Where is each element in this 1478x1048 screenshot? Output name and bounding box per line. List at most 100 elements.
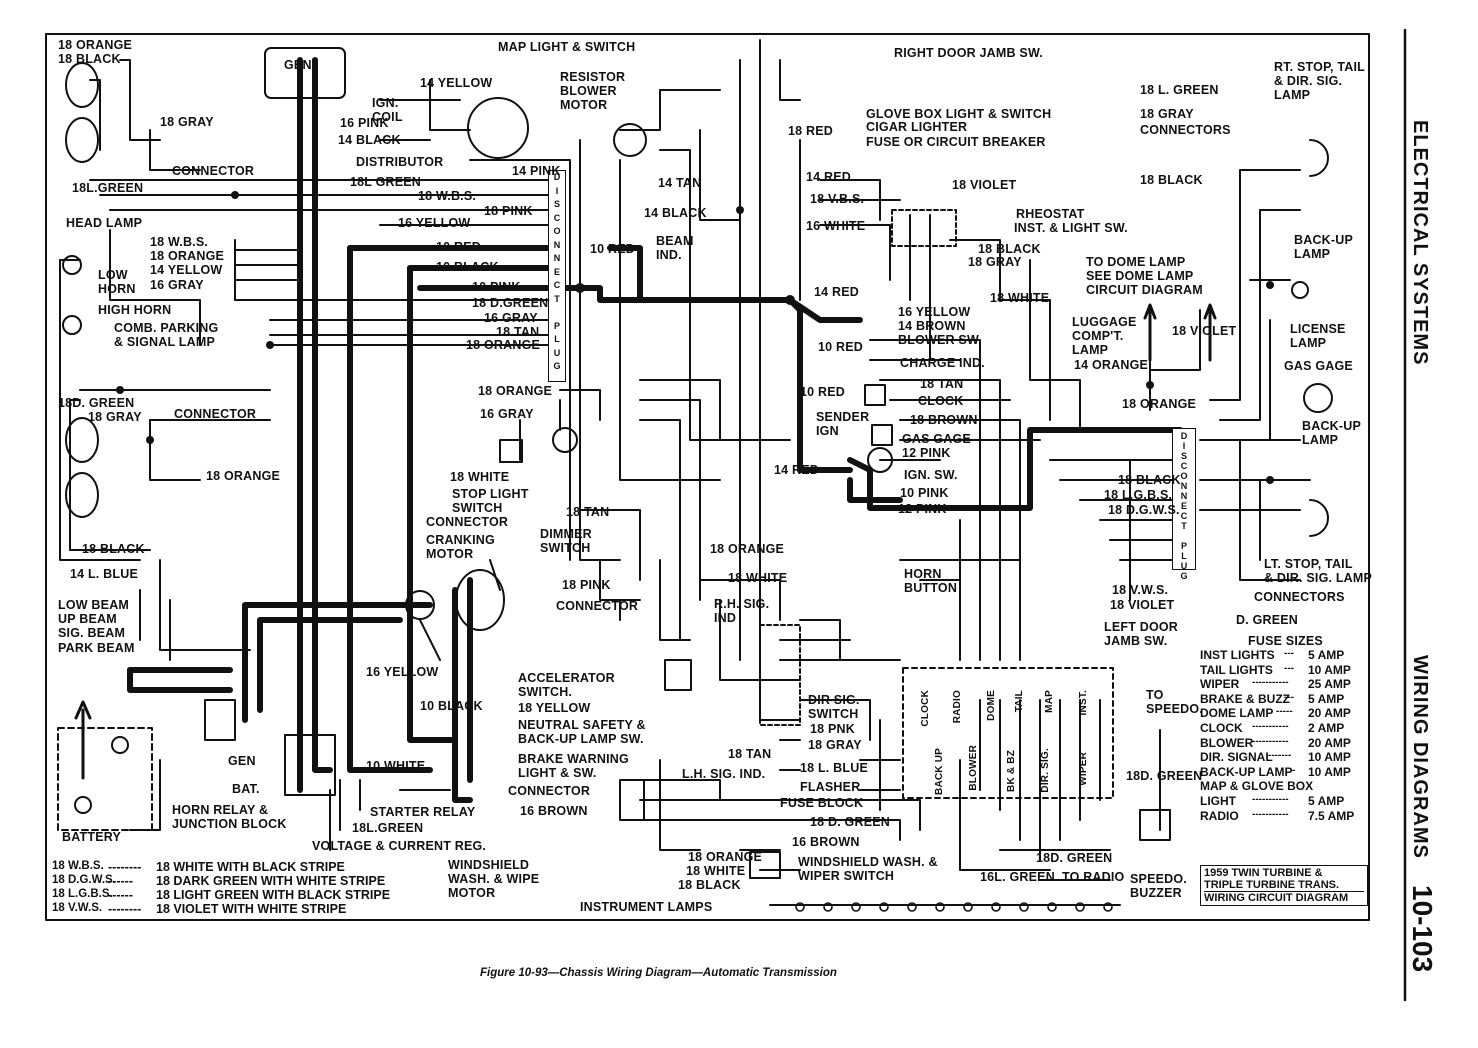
- fuse-dashes: -----------: [1252, 721, 1289, 732]
- label-sender: SENDER IGN: [816, 410, 870, 438]
- fuse-value: 5 AMP: [1308, 648, 1345, 662]
- fuse-name: RADIO: [1200, 808, 1239, 823]
- label-18gray-e: 18 GRAY: [1140, 107, 1194, 121]
- fuse-name: INST LIGHTS: [1200, 648, 1275, 662]
- junction-dots: [116, 191, 1274, 484]
- plug-letter: [1173, 531, 1195, 541]
- label-gasgage-b: GAS GAGE: [1284, 359, 1353, 373]
- label-16yellow-c: 16 YELLOW: [898, 305, 971, 319]
- label-14tan: 14 TAN: [658, 176, 702, 190]
- label-18dgws: 18 D.G.W.S.: [1108, 503, 1180, 517]
- label-18pink-a: 18 PINK: [484, 204, 533, 218]
- plug-letter: D: [553, 172, 561, 182]
- heavy-cables: [127, 57, 1183, 803]
- label-lhsig: L.H. SIG. IND.: [682, 767, 766, 781]
- ground-arrows: [74, 303, 1217, 780]
- label-18lblue: 18 L. BLUE: [800, 761, 868, 775]
- label-chargeind: CHARGE IND.: [900, 356, 985, 370]
- plug-letter: D: [1180, 431, 1188, 441]
- plug-letter: I: [555, 185, 559, 196]
- fuse-dashes: -----------: [1252, 677, 1289, 689]
- label-instlight: INST. & LIGHT SW.: [1014, 221, 1128, 235]
- label-rhsig: R.H. SIG. IND: [714, 597, 770, 625]
- label-14red-c: 14 RED: [774, 463, 819, 477]
- label-18wbs-b: 18 W.B.S.: [418, 189, 477, 203]
- label-gen: GEN: [228, 754, 256, 768]
- fuse-value: 5 AMP: [1308, 691, 1345, 706]
- fuse-dashes: ---: [1284, 691, 1294, 703]
- label-14brown: 14 BROWN: [898, 319, 966, 333]
- fuse-block-slot-dome: DOME: [986, 690, 997, 721]
- fuse-name: BLOWER: [1200, 735, 1254, 750]
- label-18tan-d: 18 TAN: [920, 377, 964, 391]
- fuse-value: 5 AMP: [1308, 794, 1345, 808]
- label-cranking: CRANKING MOTOR: [426, 533, 495, 561]
- label-rtstop: RT. STOP, TAIL & DIR. SIG. LAMP: [1274, 60, 1366, 102]
- label-ign-coil: IGN. COIL: [372, 96, 403, 124]
- label-distributor: DISTRIBUTOR: [356, 155, 444, 169]
- plug-letter: O: [553, 226, 561, 236]
- label-16gray-b: 16 GRAY: [484, 311, 538, 325]
- label-license: LICENSE LAMP: [1290, 322, 1346, 350]
- label-18orange-e: 18 ORANGE: [710, 542, 785, 556]
- fuse-name: CLOCK: [1200, 721, 1243, 735]
- label-lowhorn: LOW HORN: [98, 268, 136, 296]
- section-title: ELECTRICAL SYSTEMS: [1409, 120, 1431, 366]
- fuse-name: DOME LAMP: [1200, 706, 1274, 721]
- label-18orange-c: 18 ORANGE: [466, 338, 541, 352]
- label-ltstop: LT. STOP, TAIL & DIR. SIG. LAMP: [1264, 557, 1373, 585]
- label-fuseblock: FUSE BLOCK: [780, 796, 864, 810]
- label-windwipe: WINDSHIELD WASH. & WIPE MOTOR: [448, 858, 540, 900]
- fuse-value: 20 AMP: [1308, 735, 1351, 750]
- label-14yellow-b: 14 YELLOW: [420, 76, 493, 90]
- legend-meaning: 18 VIOLET WITH WHITE STRIPE: [156, 902, 347, 916]
- label-maplight: MAP LIGHT & SWITCH: [498, 40, 636, 54]
- label-neutral: NEUTRAL SAFETY & BACK-UP LAMP SW.: [518, 718, 646, 746]
- fuse-block-slot-map: MAP: [1044, 690, 1055, 713]
- label-14lblue: 14 L. BLUE: [70, 567, 138, 581]
- fuse-dashes: ---: [1284, 648, 1294, 659]
- plug-letter: P: [1180, 541, 1187, 551]
- label-18black-d: 18 BLACK: [1118, 473, 1181, 487]
- label-ignsw: IGN. SW.: [904, 468, 958, 482]
- label-18dgreen-c: 18 D. GREEN: [810, 815, 891, 829]
- label-starterrelay: STARTER RELAY: [370, 805, 476, 819]
- label-14black-a: 14 BLACK: [338, 133, 401, 147]
- plug-letter: N: [553, 253, 561, 263]
- label-18orange-a: 18 ORANGE: [150, 249, 225, 263]
- label-flasher: FLASHER: [800, 780, 861, 794]
- fuse-block-slot-dirsig: DIR. SIG.: [1040, 748, 1051, 793]
- fuse-name: WIPER: [1200, 677, 1240, 692]
- instrument-lamp-bulbs: [795, 902, 1113, 912]
- label-connectors-a: CONNECTORS: [1140, 123, 1231, 137]
- label-18black-a: 18 BLACK: [82, 542, 145, 556]
- legend-meaning: 18 LIGHT GREEN WITH BLACK STRIPE: [156, 888, 391, 902]
- fuse-block-slot-tail: TAIL: [1014, 690, 1025, 713]
- label-accel: ACCELERATOR SWITCH.: [518, 671, 615, 699]
- fuse-value: 25 AMP: [1308, 677, 1351, 692]
- fuse-name: DIR. SIGNAL: [1200, 750, 1273, 765]
- chapter-title: WIRING DIAGRAMS: [1409, 655, 1431, 859]
- label-18white-c: 18 WHITE: [686, 864, 746, 878]
- label-18brown: 18 BROWN: [910, 413, 978, 427]
- plug-letter: E: [553, 266, 560, 277]
- fuse-name: BACK-UP LAMP: [1200, 764, 1293, 779]
- label-battery: BATTERY: [62, 830, 122, 844]
- label-18red: 18 RED: [788, 124, 833, 138]
- plug-letter: C: [553, 212, 561, 223]
- plug-letter: N: [553, 239, 561, 250]
- fuse-name: MAP & GLOVE BOX: [1200, 779, 1314, 794]
- legend-code: 18 V.W.S.: [52, 902, 103, 914]
- label-hornrelay: HORN RELAY & JUNCTION BLOCK: [172, 803, 287, 831]
- component-shapes: [57, 47, 1333, 879]
- plug-letter: U: [1180, 561, 1188, 571]
- label-18white-b: 18 WHITE: [728, 571, 788, 585]
- fuse-value: 10 AMP: [1308, 662, 1351, 677]
- label-combparking: COMB. PARKING & SIGNAL LAMP: [114, 321, 219, 349]
- plug-letter: P: [553, 320, 560, 331]
- label-speedo: SPEEDO. BUZZER: [1130, 872, 1187, 900]
- label-upbeam: UP BEAM: [58, 612, 117, 626]
- fuse-dashes: -----------: [1252, 794, 1289, 805]
- label-rightdoor: RIGHT DOOR JAMB SW.: [894, 46, 1043, 60]
